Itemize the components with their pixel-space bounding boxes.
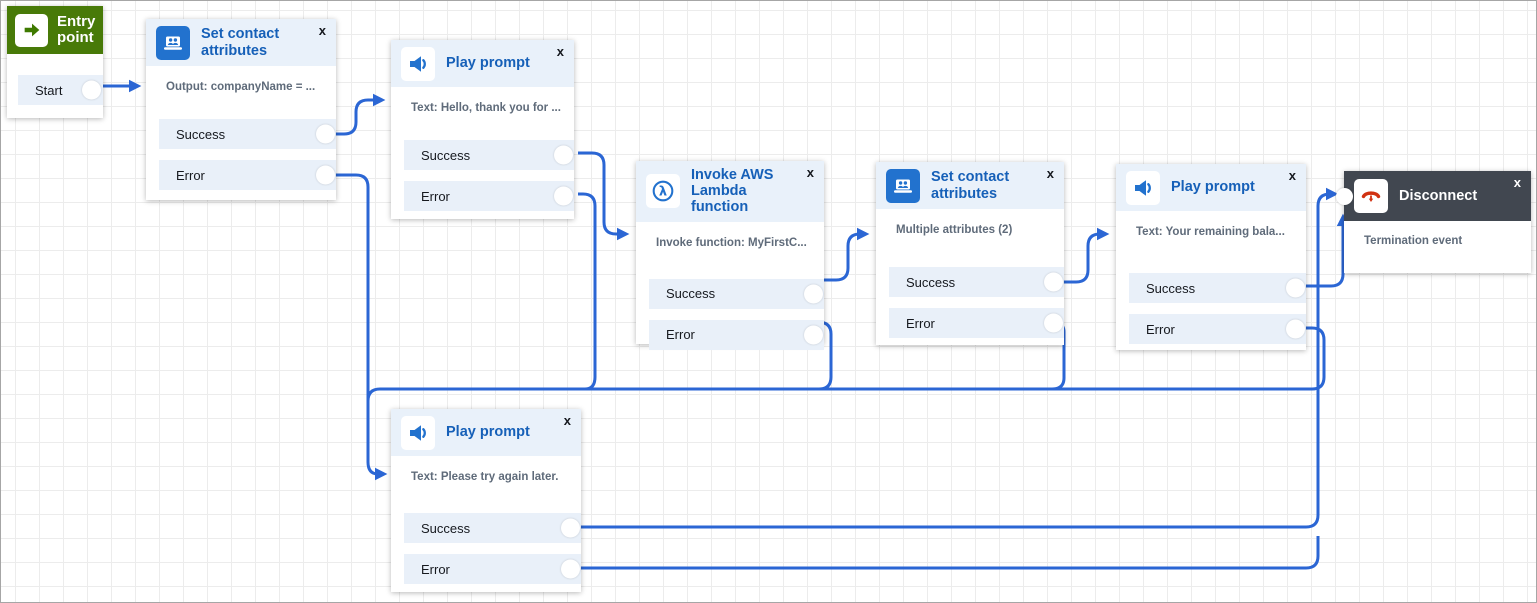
node-header: Play prompt x [1116,164,1306,211]
node-play-prompt-1[interactable]: Play prompt x Text: Hello, thank you for… [391,40,574,219]
node-header: Play prompt x [391,40,574,87]
node-title: Invoke AWS Lambda function [691,167,774,216]
node-invoke-lambda[interactable]: λ Invoke AWS Lambda function x Invoke fu… [636,161,824,350]
node-entry-point[interactable]: Entry point Start [7,6,103,118]
node-header: Set contact attributes x [876,162,1064,209]
connector-set-attr-1-success [333,93,386,136]
connector-port[interactable] [554,145,573,165]
node-header: Disconnect x [1336,171,1531,221]
output-success: Success [159,119,336,149]
entry-arrow-icon [15,13,48,47]
connector-port[interactable] [1044,313,1063,333]
node-title: Play prompt [446,55,530,72]
close-icon[interactable]: x [556,44,564,59]
output-label: Error [421,561,450,577]
node-description: Text: Please try again later. [411,471,559,483]
output-label: Success [666,286,716,302]
connector-play-prompt-1-error [578,192,597,391]
output-error: Error [889,308,1064,338]
output-label: Success [176,126,226,142]
connector-set-attr-1-error [333,173,370,431]
entry-port[interactable] [1336,188,1353,205]
node-title: Set contact attributes [201,26,280,59]
node-description: Text: Hello, thank you for ... [411,102,561,114]
output-label: Success [906,274,956,290]
contact-attributes-icon [156,25,190,60]
node-description: Output: companyName = ... [166,81,316,93]
node-description: Invoke function: MyFirstC... [656,236,807,249]
phone-disconnect-icon [1354,179,1388,213]
output-label: Error [906,315,935,331]
output-error: Error [404,181,574,211]
output-success: Success [404,513,581,543]
node-description: Termination event [1364,235,1463,247]
output-success: Success [649,278,824,309]
output-label: Success [1146,280,1196,296]
entry-point-header: Entry point [7,6,103,54]
node-set-contact-attributes-1[interactable]: Set contact attributes x Output: company… [146,19,336,200]
output-error: Error [159,160,336,190]
speaker-icon [401,46,435,81]
connector-port[interactable] [1286,278,1305,298]
connector-port[interactable] [804,325,823,345]
output-success: Success [404,140,574,170]
connector-play-prompt-3-error [576,536,1320,570]
svg-text:λ: λ [659,185,667,200]
node-title: Set contact attributes [931,169,1010,202]
connector-port[interactable] [316,165,335,185]
node-set-contact-attributes-2[interactable]: Set contact attributes x Multiple attrib… [876,162,1064,345]
output-label: Success [421,147,471,163]
output-error: Error [649,319,824,350]
output-label: Error [176,167,205,183]
node-header: Play prompt x [391,409,581,456]
connector-set-attr-2-success [1058,227,1110,284]
node-title: Play prompt [1171,179,1255,196]
node-disconnect[interactable]: Disconnect x Termination event [1336,171,1531,273]
connector-lambda-success [818,227,870,282]
close-icon[interactable]: x [1046,166,1054,181]
output-label: Success [421,520,471,536]
close-icon[interactable]: x [563,413,571,428]
connector-port[interactable] [316,124,335,144]
node-header: Set contact attributes x [146,19,336,66]
node-description: Text: Your remaining bala... [1136,226,1285,238]
output-error: Error [1129,314,1306,344]
output-label: Start [35,82,63,98]
close-icon[interactable]: x [1513,175,1521,190]
connector-play-prompt-1-success [578,151,630,241]
node-header: λ Invoke AWS Lambda function x [636,161,824,222]
contact-attributes-icon [886,168,920,203]
output-label: Error [421,188,450,204]
output-success: Success [1129,273,1306,303]
node-description: Multiple attributes (2) [896,224,1013,236]
connector-play-prompt-2-success [1300,213,1350,288]
node-play-prompt-3[interactable]: Play prompt x Text: Please try again lat… [391,409,581,592]
close-icon[interactable]: x [318,23,326,38]
entry-point-label: Entry point [57,13,96,46]
output-start: Start [18,75,103,105]
connector-port[interactable] [561,518,580,538]
connector-port[interactable] [82,80,101,100]
close-icon[interactable]: x [1288,168,1296,183]
output-error: Error [404,554,581,584]
connector-port[interactable] [554,186,573,206]
output-success: Success [889,267,1064,297]
output-label: Error [666,327,695,343]
speaker-icon [1126,170,1160,205]
speaker-icon [401,415,435,450]
node-title: Play prompt [446,424,530,441]
node-play-prompt-2[interactable]: Play prompt x Text: Your remaining bala.… [1116,164,1306,350]
output-label: Error [1146,321,1175,337]
close-icon[interactable]: x [806,165,814,180]
connector-port[interactable] [1286,319,1305,339]
connector-port[interactable] [1044,272,1063,292]
lambda-icon: λ [646,174,680,209]
connector-port[interactable] [804,284,823,304]
node-title: Disconnect [1399,187,1478,204]
connector-port[interactable] [561,559,580,579]
